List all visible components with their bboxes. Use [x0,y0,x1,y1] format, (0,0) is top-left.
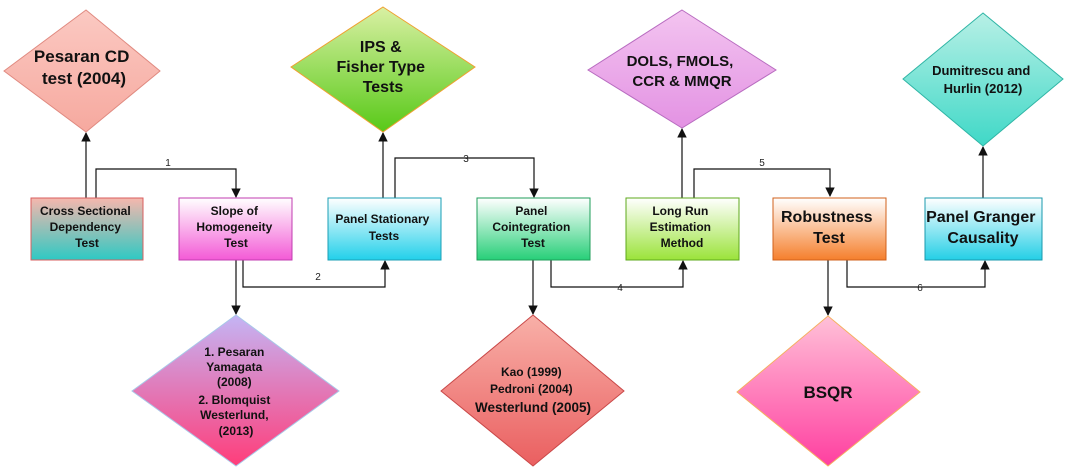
diamond-label: Dumitrescu and Hurlin (2012) [932,63,1034,96]
pesaran-cd-diamond: Pesaran CD test (2004) [3,9,161,133]
diamond-label: Pesaran CD test (2004) [34,47,134,88]
diamond-shape [290,6,476,133]
panel-granger-box: Panel Granger Causality [924,197,1043,261]
box-label: Robustness Test [781,209,877,247]
dols-fmols-diamond: DOLS, FMOLS, CCR & MMQR [587,9,777,129]
box-label: Slope of Homogeneity Test [196,204,275,250]
ips-fisher-diamond: IPS & Fisher Type Tests [290,6,476,133]
edge-label-4: 4 [617,283,623,294]
diamond-shape [587,9,777,129]
edge-label-1: 1 [165,158,171,169]
panel-cointegration-box: Panel Cointegration Test [476,197,591,261]
edge-label-2: 2 [315,272,321,283]
box-shape [476,197,591,261]
box-shape [625,197,740,261]
slope-homogeneity-box: Slope of Homogeneity Test [178,197,293,261]
box-label: Panel Stationary Tests [335,212,432,243]
kao-pedroni-diamond: Kao (1999) Pedroni (2004) Westerlund (20… [440,314,625,467]
diamond-shape [440,314,625,467]
diamonds: Pesaran CD test (2004) IPS & Fisher Type… [3,6,1064,467]
diamond-shape [736,315,921,467]
arrow-5-longrun-to-robustness [693,168,835,198]
box-label: Panel Cointegration Test [492,204,573,250]
diamond-shape [902,12,1064,147]
panel-stationary-box: Panel Stationary Tests [327,197,442,261]
box-shape [772,197,887,261]
diamond-label: 1. Pesaran Yamagata (2008) 2. Blomquist … [198,345,273,438]
pesaran-yamagata-diamond: 1. Pesaran Yamagata (2008) 2. Blomquist … [131,314,340,467]
edge-labels: 1 2 3 4 5 6 [165,154,923,294]
diamond-shape [3,9,161,133]
arrow-6-robustness-to-granger [846,260,990,288]
connectors [81,128,990,316]
arrow-3-stationary-to-cointegration [394,157,539,198]
box-shape [924,197,1043,261]
edge-label-5: 5 [759,158,765,169]
box-label: Long Run Estimation Method [650,204,715,250]
process-boxes: Cross Sectional Dependency Test Slope of… [30,197,1043,261]
box-label: Panel Granger Causality [926,209,1040,247]
arrow-2-slope-to-stationary [242,260,390,288]
arrow-4-cointegration-to-longrun [550,260,688,288]
bsqr-diamond: BSQR [736,315,921,467]
long-run-estimation-box: Long Run Estimation Method [625,197,740,261]
edge-label-6: 6 [917,283,923,294]
box-shape [30,197,144,261]
diamond-label: Kao (1999) Pedroni (2004) Westerlund (20… [475,365,591,415]
robustness-test-box: Robustness Test [772,197,887,261]
diamond-label: DOLS, FMOLS, CCR & MMQR [627,53,738,90]
dumitrescu-hurlin-diamond: Dumitrescu and Hurlin (2012) [902,12,1064,147]
box-shape [178,197,293,261]
cross-sectional-dependency-box: Cross Sectional Dependency Test [30,197,144,261]
diamond-label: BSQR [803,383,852,402]
edge-label-3: 3 [463,154,469,165]
arrow-1-cross-to-slope [95,168,241,198]
diamond-label: IPS & Fisher Type Tests [336,39,429,96]
box-label: Cross Sectional Dependency Test [40,204,134,250]
box-shape [327,197,442,261]
diamond-shape [131,314,340,467]
